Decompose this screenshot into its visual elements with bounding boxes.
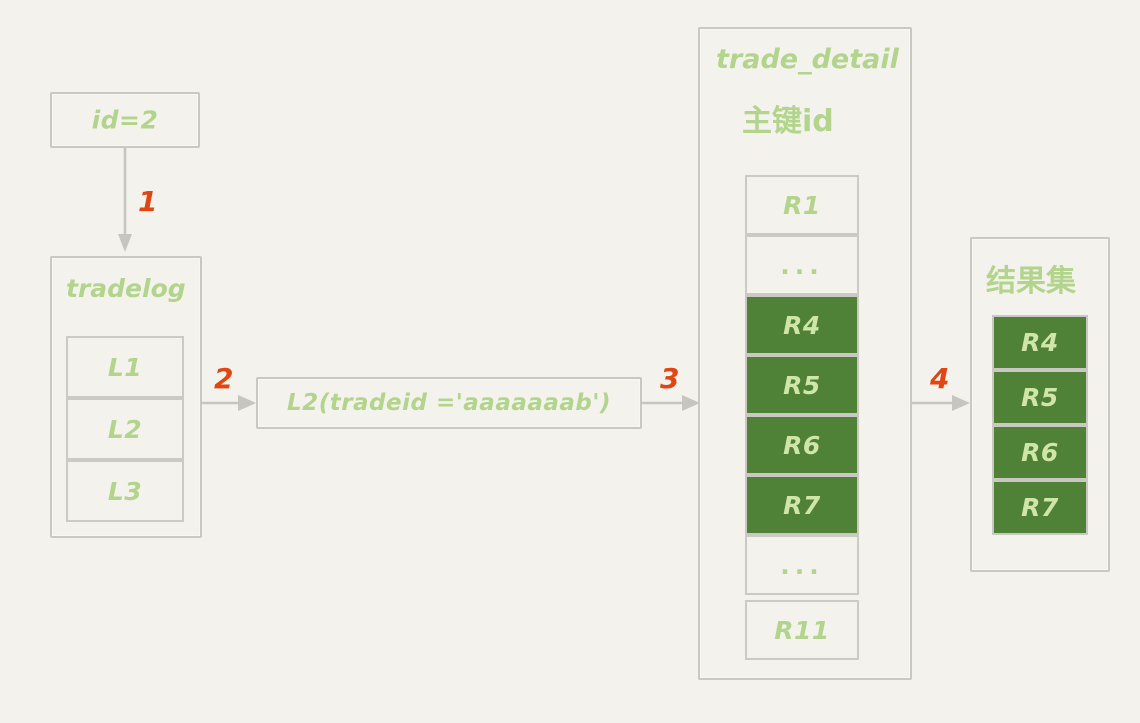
result-set-row: R4 <box>992 315 1088 370</box>
input-box-label: id=2 <box>91 105 159 135</box>
trade-detail-row: ... <box>745 535 859 595</box>
query-box: L2(tradeid ='aaaaaaab') <box>256 377 642 429</box>
tradelog-row-label: L2 <box>107 414 143 444</box>
result-set-row: R6 <box>992 425 1088 480</box>
tradelog-row: L1 <box>66 336 184 398</box>
arrow-step-3 <box>640 395 700 411</box>
result-set-row: R5 <box>992 370 1088 425</box>
step-number-4: 4 <box>930 362 950 395</box>
trade-detail-row-label: R1 <box>783 190 821 220</box>
tradelog-title: tradelog <box>66 274 186 303</box>
trade-detail-row: R5 <box>745 355 859 415</box>
trade-detail-row-label: R4 <box>783 310 821 340</box>
arrow-step-4 <box>910 395 970 411</box>
trade-detail-row: R4 <box>745 295 859 355</box>
trade-detail-row: ... <box>745 235 859 295</box>
arrow-step-2 <box>200 395 256 411</box>
trade-detail-subtitle: 主键id <box>742 104 834 139</box>
result-set-row-label: R7 <box>1021 493 1059 522</box>
trade-detail-row: R1 <box>745 175 859 235</box>
tradelog-row-label: L1 <box>107 352 143 382</box>
tradelog-row: L2 <box>66 398 184 460</box>
trade-detail-row-label: R7 <box>783 490 821 520</box>
trade-detail-row-label: R6 <box>783 430 821 460</box>
result-set-title: 结果集 <box>986 264 1076 299</box>
input-box-id: id=2 <box>50 92 200 148</box>
trade-detail-row-label: R5 <box>783 370 821 400</box>
result-set-row-label: R5 <box>1021 383 1059 412</box>
step-number-3: 3 <box>660 362 680 395</box>
trade-detail-row: R11 <box>745 600 859 660</box>
trade-detail-title: trade_detail <box>716 44 899 75</box>
step-number-2: 2 <box>214 362 234 395</box>
tradelog-row-label: L3 <box>107 476 143 506</box>
trade-detail-row-label: ... <box>780 550 824 580</box>
result-set-row: R7 <box>992 480 1088 535</box>
result-set-row-label: R6 <box>1021 438 1059 467</box>
result-set-row-label: R4 <box>1021 328 1059 357</box>
query-box-label: L2(tradeid ='aaaaaaab') <box>287 390 611 416</box>
tradelog-row: L3 <box>66 460 184 522</box>
step-number-1: 1 <box>138 185 158 218</box>
trade-detail-row-label: R11 <box>774 615 830 645</box>
trade-detail-row: R7 <box>745 475 859 535</box>
trade-detail-row-label: ... <box>780 250 824 280</box>
trade-detail-row: R6 <box>745 415 859 475</box>
